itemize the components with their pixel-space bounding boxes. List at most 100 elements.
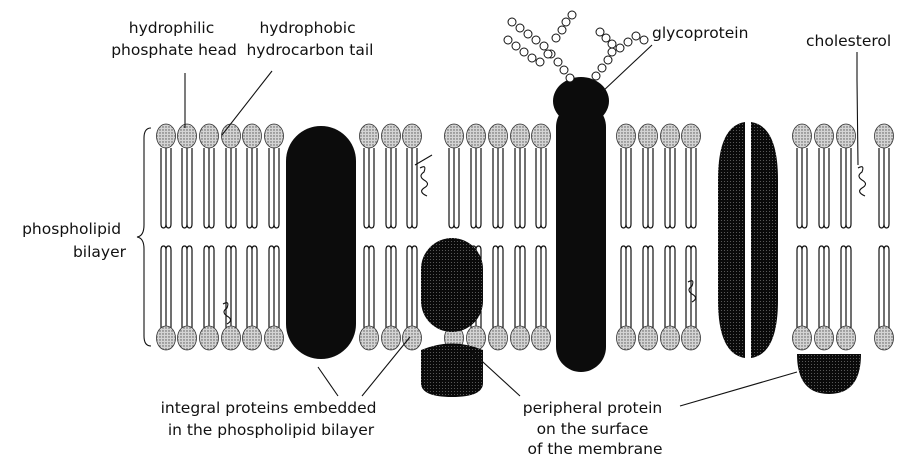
bilayer-bracket bbox=[137, 128, 151, 346]
phosphate-head bbox=[617, 326, 636, 350]
phosphate-head bbox=[467, 124, 486, 148]
sugar-unit bbox=[524, 30, 532, 38]
sugar-unit bbox=[608, 48, 616, 56]
label-phospholipid-bilayer: phospholipid bilayer bbox=[22, 220, 127, 261]
phosphate-head bbox=[403, 124, 422, 148]
phosphate-head bbox=[157, 326, 176, 350]
sugar-unit bbox=[640, 36, 648, 44]
phosphate-head bbox=[661, 124, 680, 148]
phosphate-head bbox=[682, 124, 701, 148]
sugar-unit bbox=[516, 24, 524, 32]
sugar-unit bbox=[602, 34, 610, 42]
sugar-unit bbox=[562, 18, 570, 26]
phosphate-head bbox=[837, 326, 856, 350]
phospholipid bbox=[403, 124, 422, 350]
sugar-unit bbox=[532, 36, 540, 44]
sugar-unit bbox=[568, 11, 576, 19]
sugar-unit bbox=[560, 66, 568, 74]
phosphate-head bbox=[222, 124, 241, 148]
phosphate-head bbox=[793, 124, 812, 148]
phosphate-head bbox=[445, 124, 464, 148]
phospholipid bbox=[178, 124, 197, 350]
phosphate-head bbox=[360, 326, 379, 350]
carbohydrate-chains bbox=[504, 11, 648, 82]
phosphate-head bbox=[661, 326, 680, 350]
sugar-unit bbox=[566, 74, 574, 82]
phospholipid bbox=[875, 124, 894, 350]
phosphate-head bbox=[243, 326, 262, 350]
phospholipid bbox=[617, 124, 636, 350]
sugar-unit bbox=[632, 32, 640, 40]
phosphate-head bbox=[511, 326, 530, 350]
sugar-unit bbox=[520, 48, 528, 56]
sugar-unit bbox=[558, 26, 566, 34]
integral-protein-split bbox=[718, 122, 778, 358]
sugar-unit bbox=[604, 56, 612, 64]
phospholipid bbox=[532, 124, 551, 350]
phosphate-head bbox=[532, 326, 551, 350]
sugar-unit bbox=[608, 40, 616, 48]
phosphate-head bbox=[178, 326, 197, 350]
sugar-unit bbox=[592, 72, 600, 80]
phosphate-head bbox=[403, 326, 422, 350]
phosphate-head bbox=[682, 326, 701, 350]
phosphate-head bbox=[815, 124, 834, 148]
phosphate-head bbox=[178, 124, 197, 148]
label-cholesterol: cholesterol bbox=[806, 32, 891, 50]
phosphate-head bbox=[265, 124, 284, 148]
phospholipid bbox=[200, 124, 219, 350]
sugar-unit bbox=[512, 42, 520, 50]
phosphate-head bbox=[489, 326, 508, 350]
phosphate-head bbox=[200, 326, 219, 350]
phospholipid-bilayer-molecules bbox=[157, 124, 894, 350]
integral-protein-large bbox=[286, 126, 356, 359]
phosphate-head bbox=[532, 124, 551, 148]
phospholipid bbox=[265, 124, 284, 350]
sugar-unit bbox=[508, 18, 516, 26]
label-integral-proteins: integral proteins embedded in the phosph… bbox=[161, 399, 382, 439]
phosphate-head bbox=[875, 124, 894, 148]
phosphate-head bbox=[265, 326, 284, 350]
phosphate-head bbox=[200, 124, 219, 148]
phospholipid bbox=[661, 124, 680, 350]
integral-protein-lower bbox=[421, 238, 483, 397]
phosphate-head bbox=[793, 326, 812, 350]
phosphate-head bbox=[511, 124, 530, 148]
phospholipid bbox=[489, 124, 508, 350]
phospholipid bbox=[793, 124, 812, 350]
sugar-unit bbox=[540, 42, 548, 50]
phospholipid bbox=[639, 124, 658, 350]
phosphate-head bbox=[815, 326, 834, 350]
phospholipid bbox=[382, 124, 401, 350]
phosphate-head bbox=[617, 124, 636, 148]
phospholipid bbox=[157, 124, 176, 350]
phosphate-head bbox=[837, 124, 856, 148]
phospholipid bbox=[815, 124, 834, 350]
phosphate-head bbox=[382, 326, 401, 350]
label-glycoprotein: glycoprotein bbox=[652, 24, 748, 42]
sugar-unit bbox=[616, 44, 624, 52]
label-hydrophobic-tail: hydrophobic hydrocarbon tail bbox=[246, 19, 373, 59]
phospholipid bbox=[222, 124, 241, 350]
phospholipid bbox=[511, 124, 530, 350]
sugar-unit bbox=[504, 36, 512, 44]
sugar-unit bbox=[596, 28, 604, 36]
peripheral-protein bbox=[797, 354, 861, 394]
phosphate-head bbox=[875, 326, 894, 350]
phospholipid bbox=[360, 124, 379, 350]
phosphate-head bbox=[222, 326, 241, 350]
phosphate-head bbox=[382, 124, 401, 148]
label-peripheral-protein: peripheral protein on the surface of the… bbox=[523, 399, 667, 458]
sugar-unit bbox=[536, 58, 544, 66]
sugar-unit bbox=[528, 54, 536, 62]
label-hydrophilic-head: hydrophilic phosphate head bbox=[111, 19, 237, 59]
sugar-unit bbox=[544, 50, 552, 58]
phospholipid bbox=[243, 124, 262, 350]
phosphate-head bbox=[360, 124, 379, 148]
phosphate-head bbox=[639, 124, 658, 148]
phospholipid bbox=[837, 124, 856, 350]
phosphate-head bbox=[489, 124, 508, 148]
sugar-unit bbox=[554, 58, 562, 66]
sugar-unit bbox=[624, 38, 632, 46]
